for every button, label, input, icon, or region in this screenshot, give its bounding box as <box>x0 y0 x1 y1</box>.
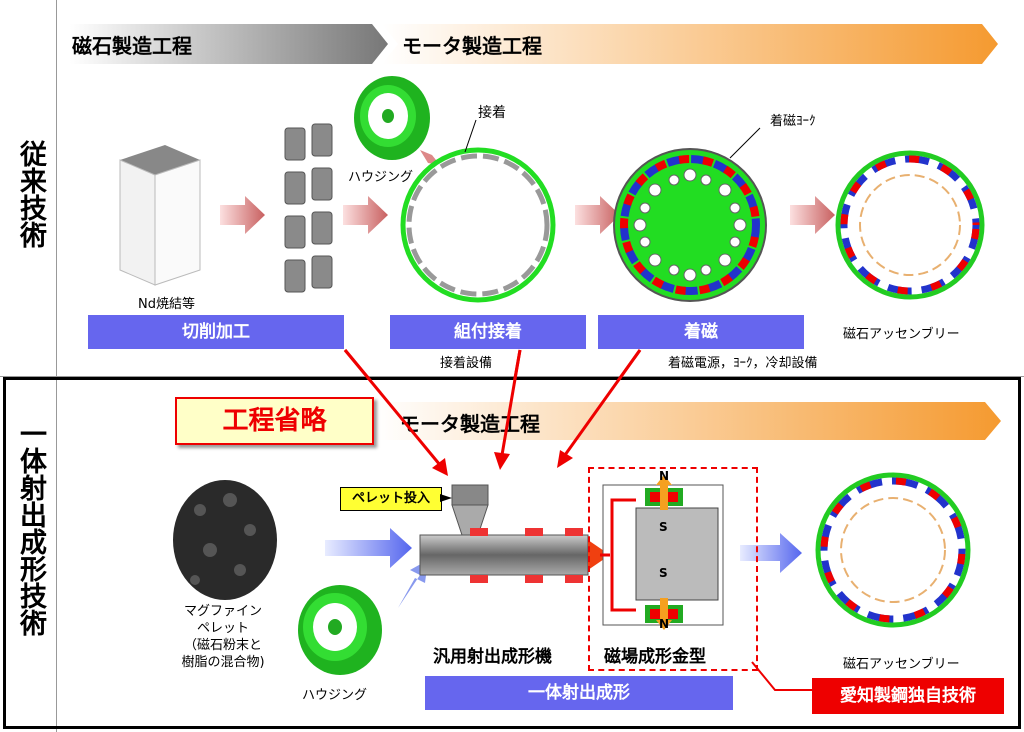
magnet-assembly-bottom <box>815 472 971 628</box>
magnetize-equipment-label: 着磁電源，ﾖｰｸ，冷却設備 <box>668 356 818 371</box>
machine-label: 汎用射出成形機 <box>433 647 552 667</box>
pellet-line-2: ペレット <box>196 621 249 636</box>
own-technology-badge: 愛知製鋼独自技術 <box>812 678 1004 714</box>
housing-wheel-top <box>354 76 430 160</box>
section-divider <box>0 376 1024 377</box>
nd-label: Nd焼結等 <box>138 297 195 312</box>
arrow-2 <box>343 196 388 234</box>
pellet-in-label: ペレット投入 <box>340 487 442 511</box>
pellet-in-pointer <box>440 494 452 502</box>
mold-label: 磁場成形金型 <box>604 647 706 667</box>
injection-barrel <box>419 528 610 583</box>
mold-pole-n-bottom: N <box>659 617 670 631</box>
magnet-assembly-label-top: 磁石アッセンブリー <box>843 327 960 342</box>
housing-wheel-bottom <box>298 585 382 675</box>
pellet-line-1: マグファイン <box>183 604 262 619</box>
arrow-1 <box>220 196 265 234</box>
magnetic-mold <box>600 475 724 630</box>
magnet-assembly-label-bottom: 磁石アッセンブリー <box>843 657 960 672</box>
top-process-banner <box>70 24 998 64</box>
conventional-diagram <box>119 76 985 380</box>
mold-pole-s-top: S <box>659 520 668 534</box>
row-label-integrated: 一体射出成形技術 <box>15 420 46 636</box>
pellet-line-4: 樹脂の混合物) <box>181 655 265 670</box>
blue-arrow-output <box>740 533 802 573</box>
mold-pole-s-bottom: S <box>659 566 668 580</box>
hopper <box>451 484 489 536</box>
magnetizing-yoke-label: 着磁ﾖｰｸ <box>770 114 816 129</box>
box-assembly: 組付接着 <box>390 315 586 349</box>
pellet-line-3: （磁石粉末と <box>183 638 262 653</box>
row-label-conventional: 従来技術 <box>15 140 46 248</box>
stage2-arrow <box>382 24 998 64</box>
bonding-label: 接着 <box>478 105 506 121</box>
bottom-stage-label: モータ製造工程 <box>400 412 540 436</box>
integrated-diagram <box>173 472 971 675</box>
magnetizing-disc <box>613 148 767 302</box>
housing-label-bottom: ハウジング <box>302 688 368 703</box>
bottom-process-banner <box>375 402 1001 440</box>
own-tech-connector <box>751 661 812 691</box>
box-integrated-molding: 一体射出成形 <box>425 676 733 710</box>
mold-dashed-frame <box>588 467 758 671</box>
magnet-assembly-top <box>835 150 985 300</box>
box-cutting: 切削加工 <box>88 315 344 349</box>
arrow-3 <box>575 196 620 234</box>
pellet-description: マグファイン ペレット （磁石粉末と 樹脂の混合物) <box>178 603 268 671</box>
pellet-pile <box>173 480 277 600</box>
mold-pole-n-top: N <box>659 469 670 483</box>
nd-block <box>119 145 201 286</box>
magnet-pieces <box>284 123 333 293</box>
housing-label-top: ハウジング <box>348 170 414 185</box>
arrow-4 <box>790 196 835 234</box>
stage1-label: 磁石製造工程 <box>72 34 192 58</box>
stage1-arrow <box>70 24 388 64</box>
stage2-label: モータ製造工程 <box>402 34 542 58</box>
bonding-ring <box>400 147 556 303</box>
row-label-column <box>0 0 57 732</box>
blue-arrow-pellet <box>325 528 412 568</box>
integrated-section-frame <box>3 377 1021 729</box>
box-magnetize: 着磁 <box>598 315 804 349</box>
assembly-equipment-label: 接着設備 <box>440 356 493 371</box>
process-omitted-badge: 工程省略 <box>175 397 374 445</box>
